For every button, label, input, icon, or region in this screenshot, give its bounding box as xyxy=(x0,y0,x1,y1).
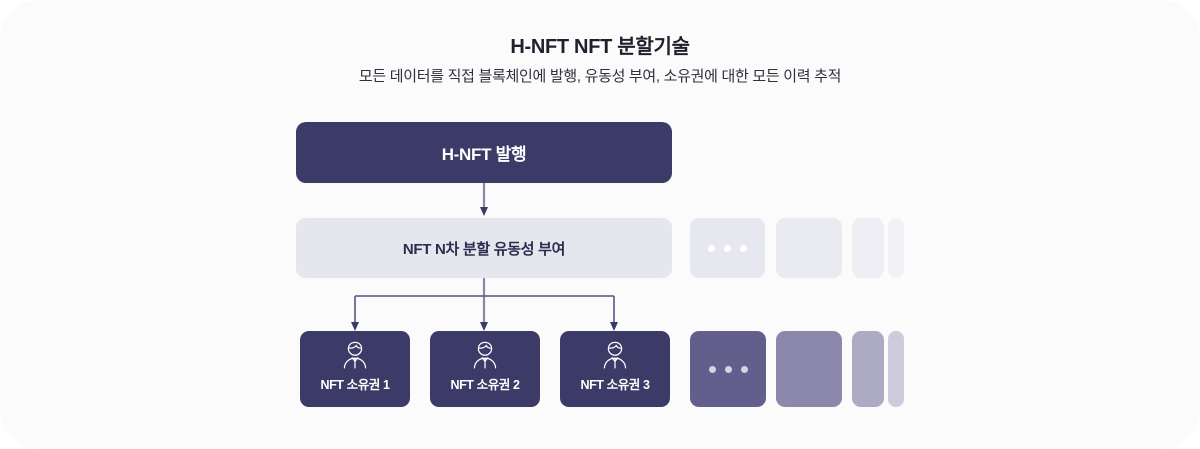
page-title: H-NFT NFT 분할기술 xyxy=(510,36,690,58)
node-nft-split-liquidity[interactable]: NFT N차 분할 유동성 부여 xyxy=(296,218,672,278)
page-subtitle: 모든 데이터를 직접 블록체인에 발행, 유동성 부여, 소유권에 대한 모든 … xyxy=(358,68,842,85)
person-icon xyxy=(473,341,497,369)
person-icon xyxy=(603,341,627,369)
owner-card-label: NFT 소유권 1 xyxy=(320,378,390,392)
ellipsis-dot-icon xyxy=(740,244,747,252)
overflow-indicator-owner-row xyxy=(690,331,766,407)
owner-card[interactable]: NFT 소유권 3 xyxy=(560,331,670,407)
ellipsis-dot-icon xyxy=(724,244,731,252)
decorative-block-owner-row xyxy=(776,331,842,407)
decorative-block-owner-row xyxy=(888,331,904,407)
overflow-indicator-split-row xyxy=(690,218,765,278)
decorative-block-split-row xyxy=(776,218,842,278)
ellipsis-dot-icon xyxy=(708,365,716,373)
person-icon xyxy=(343,341,367,369)
node-hnft-issue-label: H-NFT 발행 xyxy=(441,145,527,164)
ellipsis-dot-icon xyxy=(740,365,748,373)
decorative-block-owner-row xyxy=(852,331,884,407)
ellipsis-dot-icon xyxy=(708,244,715,252)
decorative-block-split-row xyxy=(852,218,884,278)
node-hnft-issue[interactable]: H-NFT 발행 xyxy=(296,122,672,183)
ellipsis-dot-icon xyxy=(724,365,732,373)
node-nft-split-liquidity-label: NFT N차 분할 유동성 부여 xyxy=(402,240,566,258)
owner-card-label: NFT 소유권 3 xyxy=(580,378,650,392)
decorative-block-split-row xyxy=(888,218,904,278)
owner-card[interactable]: NFT 소유권 2 xyxy=(430,331,540,407)
header: H-NFT NFT 분할기술 모든 데이터를 직접 블록체인에 발행, 유동성 … xyxy=(0,0,1200,87)
owner-card-label: NFT 소유권 2 xyxy=(450,378,520,392)
owner-card[interactable]: NFT 소유권 1 xyxy=(300,331,410,407)
